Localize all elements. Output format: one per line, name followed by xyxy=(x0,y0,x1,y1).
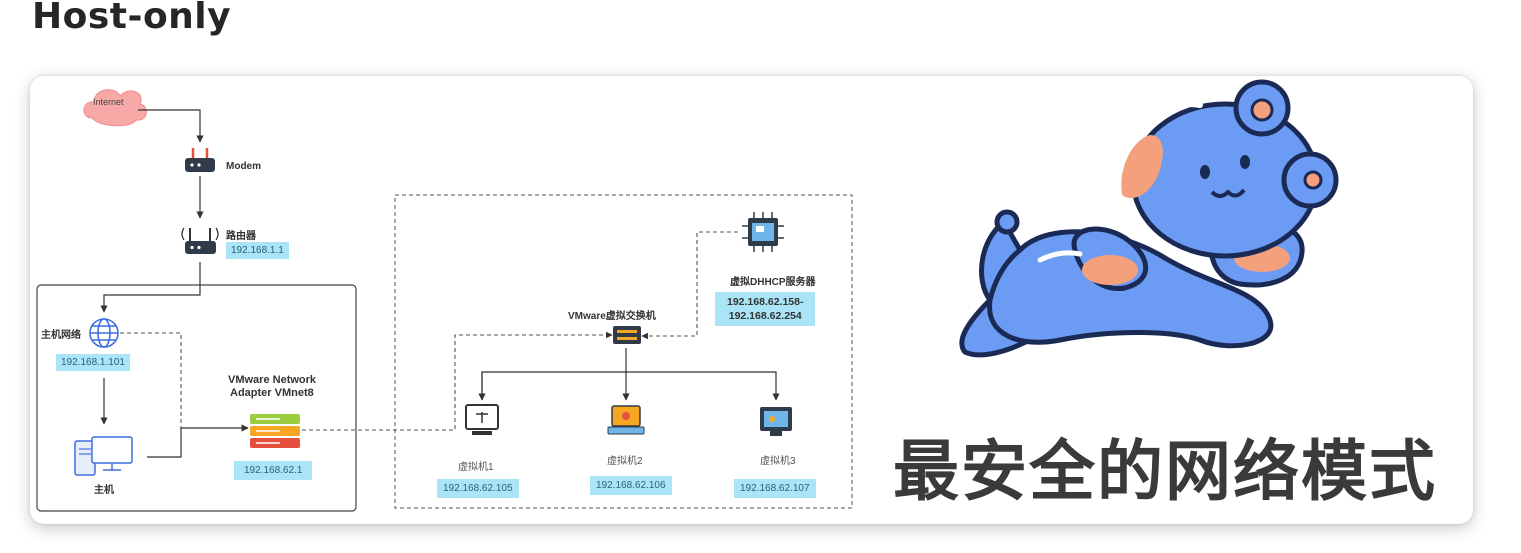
host-label: 主机 xyxy=(94,485,114,496)
dhcp-server-icon xyxy=(742,212,784,252)
host-nic-ip: 192.168.1.101 xyxy=(56,354,130,371)
adapter-label-line1: VMware Network xyxy=(228,374,317,386)
bear-mascot-illustration xyxy=(959,79,1339,358)
internet-label: Internet xyxy=(93,97,124,107)
vm3-label: 虚拟机3 xyxy=(760,456,796,467)
dhcp-range-end: 192.168.62.254 xyxy=(728,310,802,322)
router-ip: 192.168.1.1 xyxy=(226,242,289,259)
vm2-ip: 192.168.62.106 xyxy=(590,476,672,495)
modem-label: Modem xyxy=(226,161,261,172)
modem-icon xyxy=(185,148,215,172)
host-computer-icon xyxy=(74,436,133,476)
adapter-label-line2: Adapter VMnet8 xyxy=(230,387,314,399)
server-adapter-icon xyxy=(250,414,300,448)
globe-icon xyxy=(89,318,119,348)
switch-icon xyxy=(613,326,641,344)
vm2-label: 虚拟机2 xyxy=(607,456,643,467)
adapter-ip: 192.168.62.1 xyxy=(234,461,313,480)
vm1-ip: 192.168.62.105 xyxy=(437,479,519,498)
page-title: Host-only xyxy=(32,0,232,37)
router-icon xyxy=(181,227,219,254)
dhcp-range: 192.168.62.158- 192.168.62.254 xyxy=(715,292,816,326)
host-nic-label: 主机网络 xyxy=(41,330,81,341)
vm3-monitor-icon xyxy=(760,407,792,436)
vm1-label: 虚拟机1 xyxy=(458,462,494,473)
vm1-monitor-icon xyxy=(465,404,499,435)
host-group-box xyxy=(36,284,357,512)
dhcp-label: 虚拟DHHCP服务器 xyxy=(730,277,816,288)
vm2-laptop-icon xyxy=(607,405,645,435)
router-label: 路由器 xyxy=(226,231,256,242)
vswitch-label: VMware虚拟交换机 xyxy=(568,311,656,322)
vm3-ip: 192.168.62.107 xyxy=(734,479,816,498)
slogan-text: 最安全的网络模式 xyxy=(893,433,1437,510)
internet-cloud-icon xyxy=(83,89,147,127)
dhcp-range-start: 192.168.62.158- xyxy=(727,296,804,308)
